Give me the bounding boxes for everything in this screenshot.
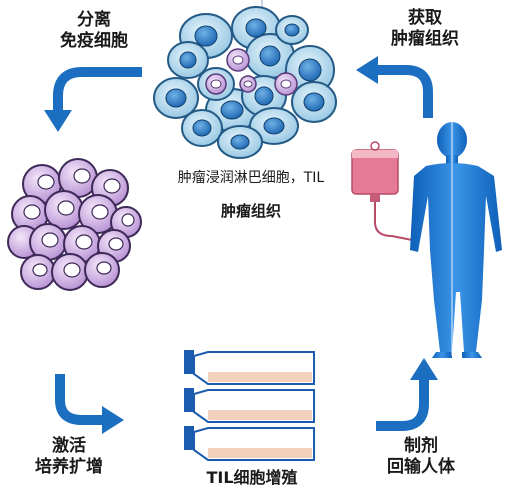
label-activate-line1: 激活 bbox=[52, 436, 86, 456]
label-proliferation-text: TIL细胞增殖 bbox=[206, 468, 298, 487]
label-obtain-line2: 肿瘤组织 bbox=[391, 29, 459, 50]
arrow-activate bbox=[55, 374, 102, 425]
human-body bbox=[410, 122, 502, 358]
iv-bag bbox=[351, 141, 413, 241]
label-proliferation: TIL细胞增殖 bbox=[182, 468, 322, 488]
label-reinfuse-line1: 制剂 bbox=[404, 436, 438, 456]
label-reinfuse: 制剂 回输人体 bbox=[366, 436, 476, 479]
label-obtain-line1: 获取 bbox=[408, 8, 442, 28]
arrow-separate bbox=[53, 67, 142, 110]
label-activate: 激活 培养扩增 bbox=[14, 436, 124, 479]
label-separate: 分离 免疫细胞 bbox=[44, 10, 144, 53]
culture-flasks bbox=[184, 350, 315, 461]
tumor-tissue-text: 肿瘤组织 bbox=[220, 202, 281, 220]
label-separate-line2: 免疫细胞 bbox=[60, 31, 128, 52]
flask bbox=[184, 388, 315, 423]
tumor-tissue-caption: 肿瘤组织 bbox=[196, 202, 306, 221]
immune-cell-cluster bbox=[7, 158, 142, 291]
label-reinfuse-line2: 回输人体 bbox=[387, 457, 455, 478]
arrow-reinfuse bbox=[376, 380, 429, 431]
label-obtain: 获取 肿瘤组织 bbox=[370, 8, 480, 51]
flask bbox=[184, 350, 315, 385]
arrow-obtain bbox=[376, 65, 433, 118]
label-separate-line1: 分离 bbox=[77, 10, 111, 30]
til-caption-text: 肿瘤浸润淋巴细胞，TIL bbox=[177, 170, 325, 186]
til-caption: 肿瘤浸润淋巴细胞，TIL bbox=[146, 170, 356, 188]
label-activate-line2: 培养扩增 bbox=[35, 457, 103, 478]
flask bbox=[184, 426, 315, 461]
tumor-tissue-cluster bbox=[153, 0, 337, 159]
